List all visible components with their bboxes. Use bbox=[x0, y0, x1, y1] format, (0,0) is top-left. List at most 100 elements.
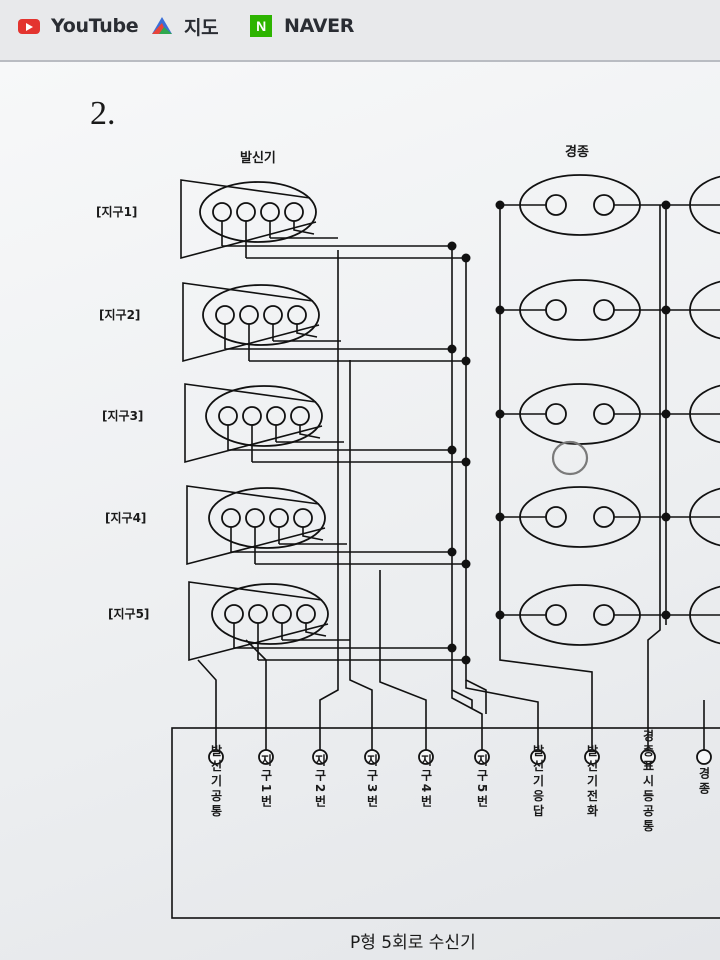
receiver-terminal bbox=[418, 749, 434, 765]
bell-terminal bbox=[593, 194, 615, 216]
wire bbox=[647, 205, 661, 750]
wire bbox=[184, 383, 323, 464]
junction-dot bbox=[461, 356, 471, 366]
junction-dot bbox=[661, 409, 671, 419]
receiver-terminal bbox=[640, 749, 656, 765]
receiver-caption: P형 5회로 수신기 bbox=[350, 933, 476, 953]
bell-terminal bbox=[593, 506, 615, 528]
wiring-lines bbox=[180, 179, 720, 750]
zone-label: [지구1] bbox=[96, 204, 137, 219]
receiver-terminal-label: 경종표시등공통 bbox=[641, 729, 655, 834]
junction-dot bbox=[461, 655, 471, 665]
receiver-terminal-label: 발신기응답 bbox=[531, 743, 545, 819]
wire bbox=[182, 282, 320, 363]
bookmark-map[interactable]: 지도 bbox=[150, 12, 219, 40]
zone-labels: [지구1] [지구2] [지구3] [지구4] [지구5] bbox=[96, 204, 149, 621]
junction-dot bbox=[495, 305, 505, 315]
transmitter-terminal bbox=[221, 508, 241, 528]
bookmark-youtube[interactable]: YouTube bbox=[18, 12, 139, 40]
receiver-terminal-label: 지구5번 bbox=[475, 752, 489, 810]
transmitter-ellipse bbox=[211, 583, 329, 645]
map-icon bbox=[152, 17, 172, 34]
wire bbox=[296, 324, 318, 338]
receiver-box bbox=[171, 727, 720, 919]
bell-ellipse bbox=[519, 174, 641, 236]
transmitter-terminal bbox=[215, 305, 235, 325]
wire bbox=[451, 690, 483, 750]
transmitter-ellipse bbox=[208, 487, 326, 549]
transmitter-terminal bbox=[290, 406, 310, 426]
bell-ellipse bbox=[519, 486, 641, 548]
pencil-circle-mark bbox=[551, 440, 589, 476]
junction-dot bbox=[447, 643, 457, 653]
transmitter-terminal bbox=[239, 305, 259, 325]
wire bbox=[465, 258, 487, 714]
wire bbox=[293, 221, 315, 235]
receiver-terminal bbox=[312, 749, 328, 765]
bell-ellipse-partial bbox=[689, 585, 720, 645]
junction-dot bbox=[495, 610, 505, 620]
junction-dot bbox=[447, 445, 457, 455]
problem-number: 2. bbox=[90, 95, 116, 132]
wire bbox=[451, 248, 473, 708]
transmitter-terminal bbox=[224, 604, 244, 624]
wire bbox=[197, 659, 217, 750]
junction-dot bbox=[495, 200, 505, 210]
zone-label: [지구4] bbox=[105, 510, 146, 525]
receiver-terminal bbox=[584, 749, 600, 765]
zone-label: [지구5] bbox=[108, 606, 149, 621]
transmitter-terminal bbox=[236, 202, 256, 222]
bell-terminal bbox=[545, 299, 567, 321]
bookmark-youtube-label: YouTube bbox=[51, 15, 139, 37]
junction-dot bbox=[495, 409, 505, 419]
zone-label: [지구3] bbox=[102, 408, 143, 423]
bell-ellipse-partial bbox=[689, 487, 720, 547]
receiver-terminal-label: 지구3번 bbox=[365, 752, 379, 810]
wire bbox=[379, 570, 427, 750]
document-page: 2. 발신기 경종 [지구1][지구2][지구3][지구4][지구5] 발신기공… bbox=[0, 62, 720, 960]
bell-terminal bbox=[593, 604, 615, 626]
transmitter-terminal bbox=[296, 604, 316, 624]
bell-units bbox=[519, 174, 720, 646]
naver-icon: N bbox=[250, 15, 272, 37]
transmitter-ellipse bbox=[205, 385, 323, 447]
bell-terminal bbox=[545, 194, 567, 216]
bell-ellipse-partial bbox=[689, 280, 720, 340]
wire bbox=[305, 623, 327, 637]
transmitter-terminal bbox=[245, 508, 265, 528]
bell-ellipse-partial bbox=[689, 175, 720, 235]
junction-dot bbox=[461, 253, 471, 263]
bell-terminal bbox=[545, 604, 567, 626]
transmitter-heading: 발신기 bbox=[240, 150, 276, 166]
receiver-terminal bbox=[530, 749, 546, 765]
wire bbox=[499, 205, 593, 750]
bell-terminal bbox=[593, 299, 615, 321]
receiver-terminal-label: 지구1번 bbox=[259, 752, 273, 810]
bell-ellipse bbox=[519, 584, 641, 646]
receiver-terminal-label: 경종 bbox=[697, 767, 711, 797]
wire bbox=[319, 250, 339, 750]
transmitter-terminal bbox=[263, 305, 283, 325]
transmitter-terminal bbox=[218, 406, 238, 426]
receiver-terminal bbox=[258, 749, 274, 765]
bell-terminal bbox=[545, 403, 567, 425]
bell-ellipse bbox=[519, 279, 641, 341]
receiver-terminal bbox=[474, 749, 490, 765]
junction-dot bbox=[661, 305, 671, 315]
junction-dot bbox=[447, 547, 457, 557]
wiring-diagram: 2. 발신기 경종 [지구1][지구2][지구3][지구4][지구5] 발신기공… bbox=[90, 95, 720, 953]
receiver-terminal bbox=[364, 749, 380, 765]
transmitter-terminal bbox=[293, 508, 313, 528]
bookmark-naver[interactable]: N NAVER bbox=[250, 12, 354, 40]
bell-ellipse-partial bbox=[689, 384, 720, 444]
transmitter-terminal bbox=[269, 508, 289, 528]
junction-dot bbox=[447, 344, 457, 354]
junction-dot bbox=[661, 610, 671, 620]
receiver-terminal-label: 발신기전화 bbox=[585, 743, 599, 819]
transmitter-terminal bbox=[212, 202, 232, 222]
bookmark-bar: YouTube 지도 N NAVER bbox=[0, 0, 720, 62]
zone-label: [지구2] bbox=[99, 307, 140, 322]
transmitter-terminal bbox=[266, 406, 286, 426]
junction-dot bbox=[447, 241, 457, 251]
